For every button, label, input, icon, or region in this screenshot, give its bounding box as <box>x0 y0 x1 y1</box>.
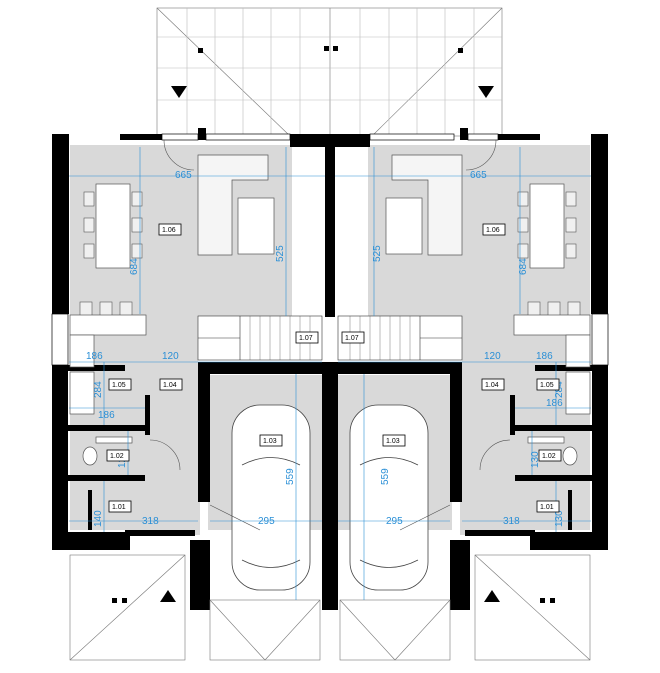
door-swings <box>149 139 511 531</box>
room-tech-left: 1.01 <box>112 504 126 511</box>
room-garage-right: 1.03 <box>386 438 400 445</box>
stair-treads <box>249 316 411 360</box>
room-kitchen-left: 1.05 <box>112 382 126 389</box>
dining-tables <box>95 183 565 269</box>
dim-130-right: 130 <box>554 510 565 527</box>
chairs <box>79 191 581 317</box>
room-tech-right: 1.01 <box>540 504 554 511</box>
room-kitchen-right: 1.05 <box>540 382 554 389</box>
dim-140-left: 140 <box>93 510 104 527</box>
terrace-bottom <box>69 554 591 661</box>
room-garage-left: 1.03 <box>263 438 277 445</box>
dim-120-left: 120 <box>162 351 179 362</box>
stairs <box>197 315 463 361</box>
terrace-bottom-marks <box>112 590 555 603</box>
dim-295-right: 295 <box>386 516 403 527</box>
dim-186b-left: 186 <box>98 410 115 421</box>
dim-525-left: 525 <box>275 245 286 262</box>
dim-284-right: 284 <box>554 381 565 398</box>
dim-684-right: 684 <box>518 258 529 275</box>
dim-525-right: 525 <box>372 245 383 262</box>
toilets <box>82 436 578 466</box>
dim-318-right: 318 <box>503 516 520 527</box>
cars <box>231 404 429 591</box>
room-living-right: 1.06 <box>486 227 500 234</box>
dim-186-right: 186 <box>536 351 553 362</box>
terrace-top <box>156 7 503 137</box>
room-hall-left: 1.04 <box>163 382 177 389</box>
dim-559-right: 559 <box>380 468 391 485</box>
dim-318-left: 318 <box>142 516 159 527</box>
room-living-left: 1.06 <box>162 227 176 234</box>
dim-665-left: 665 <box>175 170 192 181</box>
dim-186-left: 186 <box>86 351 103 362</box>
dim-130v-right: 130 <box>530 451 541 468</box>
walls <box>52 128 608 610</box>
dim-665-right: 665 <box>470 170 487 181</box>
room-wc-right: 1.02 <box>542 453 556 460</box>
kitchen-counters <box>69 314 591 415</box>
terrace-marks <box>171 46 494 98</box>
room-wc-left: 1.02 <box>110 453 124 460</box>
room-tag-boxes <box>106 223 562 513</box>
dim-559-left: 559 <box>285 468 296 485</box>
dim-295-left: 295 <box>258 516 275 527</box>
windows <box>51 133 609 366</box>
dim-684-left: 684 <box>129 258 140 275</box>
coffee-tables <box>237 197 423 255</box>
dim-120-right: 120 <box>484 351 501 362</box>
room-stairs-right: 1.07 <box>345 335 359 342</box>
room-hall-right: 1.04 <box>485 382 499 389</box>
sofas <box>197 154 463 256</box>
room-stairs-left: 1.07 <box>299 335 313 342</box>
dim-186b-right: 186 <box>546 398 563 409</box>
dim-284-left: 284 <box>93 381 104 398</box>
dimension-lines <box>69 147 591 600</box>
